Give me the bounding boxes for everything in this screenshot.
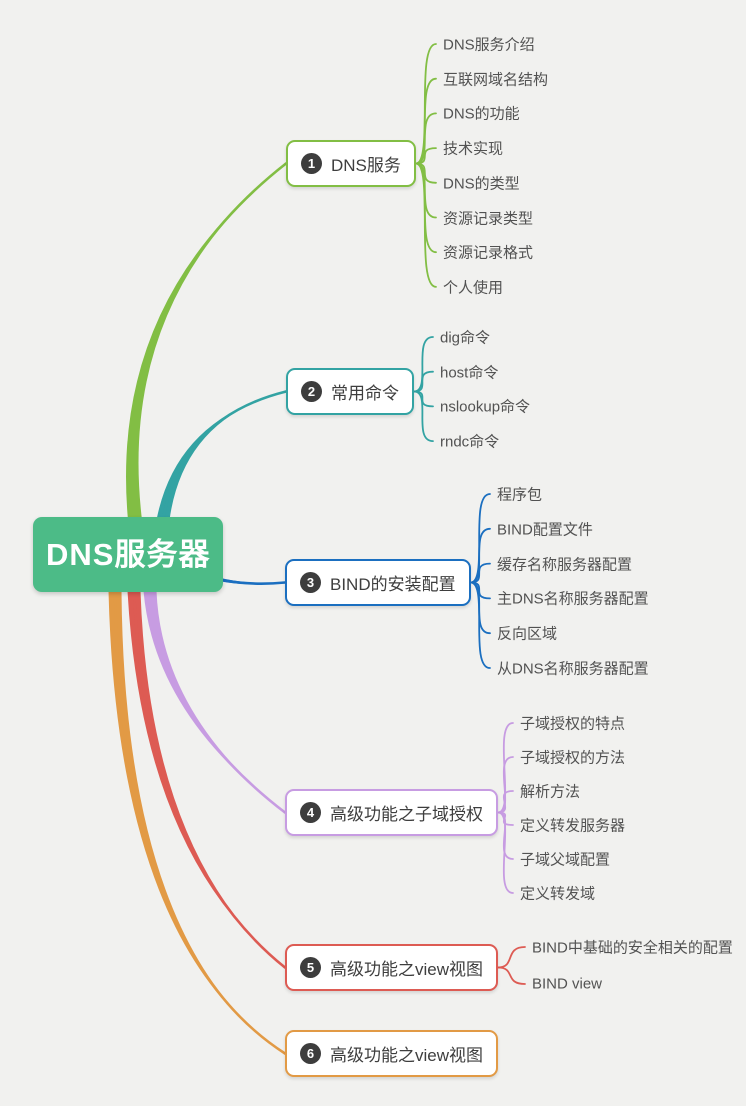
child-topic[interactable]: DNS的类型 <box>443 175 520 193</box>
child-topic[interactable]: 子域授权的方法 <box>520 749 626 767</box>
child-topic[interactable]: dig命令 <box>440 329 491 347</box>
branch-label: BIND的安装配置 <box>330 575 456 594</box>
child-connector <box>415 162 437 288</box>
child-topic[interactable]: BIND中基础的安全相关的配置 <box>532 939 733 957</box>
branch-number-badge: 4 <box>300 802 321 823</box>
child-connector <box>469 527 491 584</box>
branch-curve <box>156 391 286 520</box>
branch-curve <box>127 591 285 968</box>
child-topic[interactable]: 个人使用 <box>443 279 504 297</box>
child-connector <box>497 966 526 985</box>
child-topic[interactable]: 子域父域配置 <box>520 851 611 869</box>
child-connector <box>415 77 437 165</box>
branch-curve <box>143 591 285 813</box>
branch-curve <box>126 163 287 520</box>
child-topic[interactable]: nslookup命令 <box>440 398 531 416</box>
branch-label: 常用命令 <box>331 384 399 403</box>
branch-label: 高级功能之子域授权 <box>330 805 483 824</box>
child-connector <box>413 390 434 408</box>
child-connector <box>469 562 491 584</box>
branch-label: 高级功能之view视图 <box>330 960 484 979</box>
branch-node-4[interactable]: 4 高级功能之子域授权 <box>285 789 498 836</box>
branch-curve-core <box>113 589 287 1055</box>
branch-curve-core <box>148 589 287 814</box>
child-connector <box>413 336 434 393</box>
child-connector <box>469 581 491 635</box>
branch-number-badge: 3 <box>300 572 321 593</box>
branch-number-badge: 2 <box>301 381 322 402</box>
branch-label: 高级功能之view视图 <box>330 1046 484 1065</box>
child-topic[interactable]: 主DNS名称服务器配置 <box>497 590 649 608</box>
branch-number-badge: 1 <box>301 153 322 174</box>
child-topic[interactable]: 定义转发域 <box>520 885 596 903</box>
branch-node-2[interactable]: 2 常用命令 <box>286 368 414 415</box>
branch-node-1[interactable]: 1 DNS服务 <box>286 140 416 187</box>
branch-number-badge: 6 <box>300 1043 321 1064</box>
branch-node-5[interactable]: 5 高级功能之view视图 <box>285 944 499 991</box>
root-node[interactable]: DNS服务器 <box>33 517 224 592</box>
branch-curve-core <box>161 390 288 522</box>
branch-node-6[interactable]: 6 高级功能之view视图 <box>285 1030 499 1077</box>
branch-curve-core <box>132 589 287 969</box>
child-topic[interactable]: rndc命令 <box>440 433 500 451</box>
child-topic[interactable]: 资源记录格式 <box>443 244 534 262</box>
child-topic[interactable]: 互联网域名结构 <box>443 71 549 89</box>
child-connector <box>469 581 491 600</box>
root-label: DNS服务器 <box>46 537 211 572</box>
child-topic[interactable]: 资源记录类型 <box>443 210 534 227</box>
branch-node-3[interactable]: 3 BIND的安装配置 <box>285 559 471 606</box>
child-topic[interactable]: 反向区域 <box>497 625 558 643</box>
child-connector <box>469 581 491 669</box>
child-topic[interactable]: 从DNS名称服务器配置 <box>497 660 649 678</box>
child-connector <box>497 946 526 969</box>
child-topic[interactable]: BIND配置文件 <box>497 521 593 539</box>
child-connector <box>413 390 434 442</box>
child-topic[interactable]: 子域授权的特点 <box>520 715 626 733</box>
child-topic[interactable]: 解析方法 <box>520 783 581 801</box>
child-connector <box>413 370 434 393</box>
child-topic[interactable]: DNS服务介绍 <box>443 36 535 54</box>
child-topic[interactable]: 缓存名称服务器配置 <box>497 556 633 574</box>
child-topic[interactable]: BIND view <box>532 975 603 993</box>
branch-label: DNS服务 <box>331 156 401 175</box>
branch-curve-core <box>131 162 288 522</box>
child-topic[interactable]: 技术实现 <box>443 140 504 158</box>
child-connector <box>469 493 491 584</box>
child-connector <box>497 811 514 894</box>
child-connector <box>415 162 437 219</box>
branch-number-badge: 5 <box>300 957 321 978</box>
child-connector <box>415 162 437 184</box>
child-topic[interactable]: DNS的功能 <box>443 105 520 123</box>
child-connector <box>415 112 437 165</box>
child-topic[interactable]: host命令 <box>440 364 499 382</box>
child-topic[interactable]: 定义转发服务器 <box>520 817 626 835</box>
child-topic[interactable]: 程序包 <box>497 486 543 504</box>
